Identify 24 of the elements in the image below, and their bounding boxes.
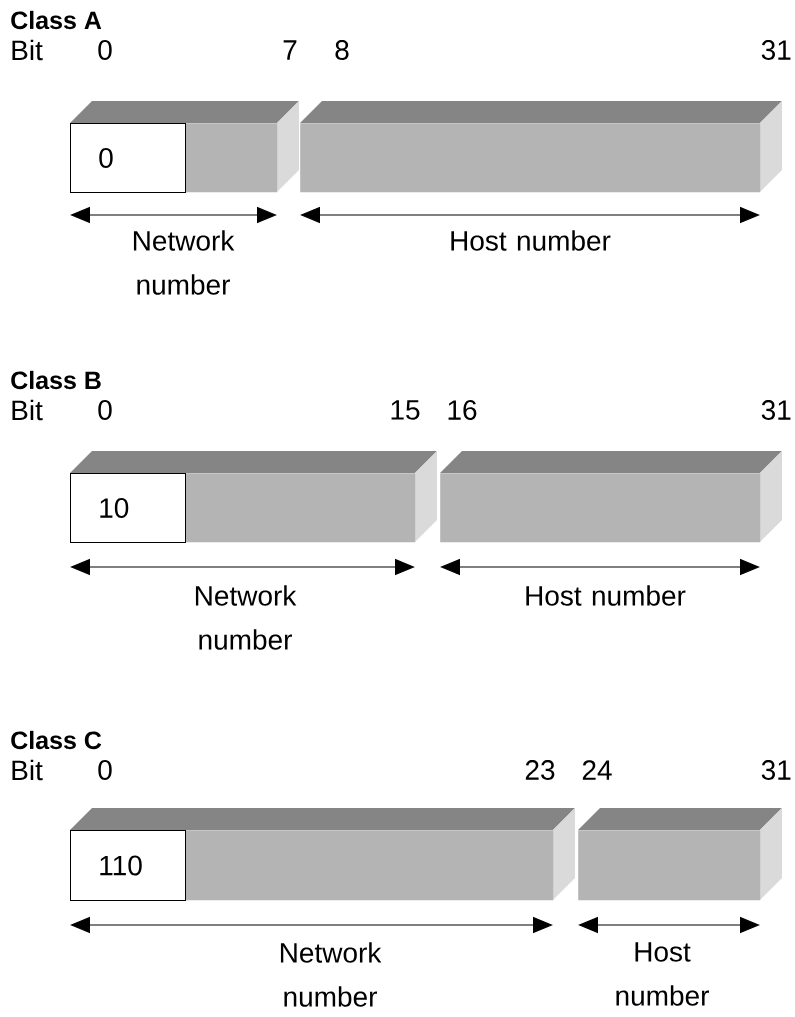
bit-label: 15 xyxy=(391,400,420,420)
field-label: Network number xyxy=(195,585,297,650)
bit-label: Bit xyxy=(12,399,43,421)
bit-label: 23 xyxy=(525,760,555,780)
bar-3d xyxy=(578,808,782,901)
bit-label: 31 xyxy=(761,40,791,60)
bit-label: 8 xyxy=(335,40,349,60)
bit-label: 31 xyxy=(761,760,791,780)
bit-label: 31 xyxy=(761,400,791,420)
bar-3d xyxy=(300,101,782,193)
bit-label: 0 xyxy=(98,40,112,60)
bar-3d xyxy=(440,451,782,543)
field-label: Network number xyxy=(133,230,235,295)
bit-label: 16 xyxy=(448,400,477,420)
bit-label: 24 xyxy=(582,760,612,780)
bit-label: 0 xyxy=(98,760,112,780)
field-label: Network number xyxy=(280,942,382,1007)
bit-label: Bit xyxy=(12,759,43,781)
value-box: 10 xyxy=(70,473,186,543)
bit-label: 0 xyxy=(98,400,112,420)
value-box: 0 xyxy=(70,123,186,193)
bit-label: 7 xyxy=(283,40,297,60)
bit-label: Bit xyxy=(12,39,43,61)
value-box: 110 xyxy=(70,830,186,901)
